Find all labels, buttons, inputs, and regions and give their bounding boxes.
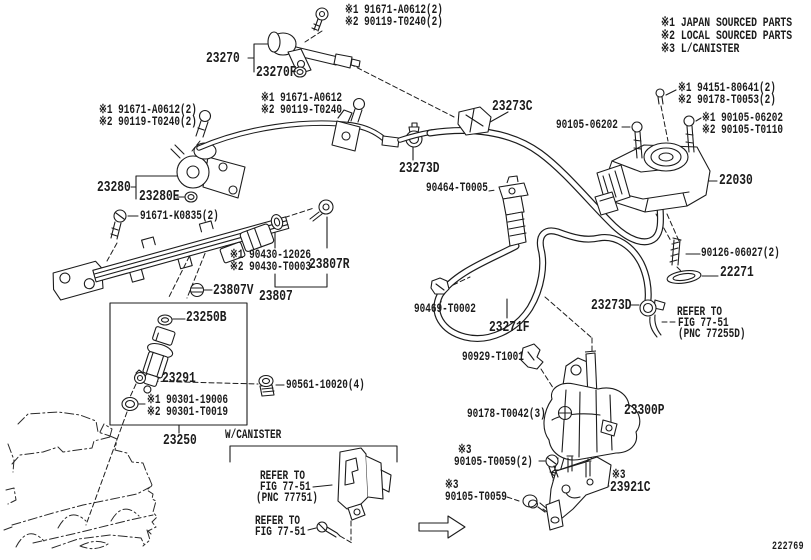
bolt-icon-91671-k0835: [111, 210, 126, 239]
stud-icon-90126: [670, 238, 681, 265]
note-90430-t0003-l2: ※2 90430-T0003: [230, 260, 311, 274]
o-ring-23280e: [185, 192, 197, 202]
note-94151-80641-l1: ※1 94151-80641(2): [678, 81, 776, 95]
refer-fig7751-l1: REFER TO: [677, 305, 723, 319]
canister-bracket-part: [317, 448, 391, 537]
pump-assembly-23300p: [544, 351, 640, 476]
bolt-icon-pipe: [351, 99, 365, 123]
washer-90430: [270, 213, 285, 230]
hose-clip-90929: [521, 344, 543, 369]
screw-icon-94151: [656, 89, 664, 104]
callout-90561-10020: 90561-10020(4): [286, 378, 365, 392]
refer-canister2-l2: FIG 77-51: [255, 525, 306, 539]
callout-23273c: 23273C: [492, 98, 533, 115]
refer-fig7751-l2: FIG 77-51: [678, 316, 729, 330]
fuel-rail-23807: [47, 200, 333, 303]
refer-canister-l1: REFER TO: [260, 469, 306, 483]
callout-91671-k0835: 91671-K0835(2): [140, 209, 219, 223]
callout-23273d-2: 23273D: [591, 297, 632, 314]
nut-icon-90178: [559, 407, 572, 420]
fuel-inlet-pipe: [199, 99, 399, 152]
fuel-hose-23271f: [437, 176, 648, 338]
grommet-90301: [122, 398, 138, 411]
note-90105-06202-l1: ※1 90105-06202: [702, 111, 783, 125]
callout-23270f: 23270F: [256, 64, 297, 81]
callout-23291: 23291: [162, 370, 196, 387]
bolt-icon-22030-right: [684, 116, 694, 152]
callout-23280: 23280: [97, 179, 131, 196]
spacer-90561: [259, 376, 274, 397]
note-91671-a0612-top-l1: ※1 91671-A0612(2): [345, 3, 443, 17]
rail-union-pieces: [217, 223, 276, 263]
injector-detail-box: [110, 303, 247, 425]
bolt-icon-top: [312, 8, 328, 31]
note-90301-19006-l1: ※1 90301-19006: [147, 393, 228, 407]
note-l-canister-c: ※3: [612, 468, 626, 482]
o-ring-23270f: [294, 67, 306, 77]
callout-23271f: 23271F: [489, 319, 530, 336]
note-90119-t0240-top-l2: ※2 90119-T0240(2): [345, 15, 443, 29]
callout-23921c: 23921C: [610, 479, 651, 496]
bolt-icon-23280: [196, 111, 211, 138]
callout-23280e: 23280E: [139, 188, 180, 205]
legend-line-1: ※1 JAPAN SOURCED PARTS: [661, 15, 793, 30]
union-bolt-23807r: [310, 200, 333, 221]
bracket-23921c: [523, 455, 611, 530]
note-90105-t0110-l2: ※2 90105-T0110: [702, 123, 783, 137]
callout-90105-t0059-2: 90105-T0059(2): [454, 455, 533, 469]
screw-icon-90105-t0059-2: [546, 455, 558, 478]
note-91671-a0612-left-l1: ※1 91671-A0612(2): [99, 103, 197, 117]
bolt-icon-22030-left: [632, 122, 642, 158]
legend-line-3: ※3 L/CANISTER: [661, 41, 740, 56]
callout-23250b: 23250B: [186, 309, 227, 326]
callout-23270: 23270: [206, 50, 240, 67]
callout-90105-06202: 90105-06202: [556, 118, 618, 132]
callout-23250: 23250: [163, 432, 197, 449]
note-90301-t0019-l2: ※2 90301-T0019: [147, 405, 228, 419]
callout-23807v: 23807V: [213, 282, 254, 299]
callout-90105-t0059: 90105-T0059: [445, 490, 507, 504]
refer-canister-l3: (PNC 77751): [256, 491, 318, 505]
callout-22271: 22271: [720, 264, 754, 281]
screw-icon-90105-t0059: [523, 495, 546, 512]
o-ring-23250b: [158, 315, 172, 325]
legend-line-2: ※2 LOCAL SOURCED PARTS: [661, 28, 793, 43]
note-90178-t0053-l2: ※2 90178-T0053(2): [678, 93, 776, 107]
note-91671-a0612-mid-l1: ※1 91671-A0612: [261, 91, 342, 105]
callout-90464-t0005: 90464-T0005: [426, 181, 488, 195]
note-90119-t0240-mid-l2: ※2 90119-T0240: [261, 103, 342, 117]
gasket-22271: [666, 269, 701, 286]
refer-fig7751-l3: (PNC 77255D): [678, 327, 746, 341]
hose-clip-90469: [431, 278, 449, 294]
callout-90126-06027: 90126-06027(2): [701, 246, 780, 260]
w-canister-bracket: [230, 446, 397, 462]
callout-90469-t0002: 90469-T0002: [414, 302, 476, 316]
refer-canister2-l1: REFER TO: [255, 514, 301, 528]
callout-23807r: 23807R: [309, 256, 350, 273]
diagram-number: 222769: [772, 541, 804, 553]
refer-canister-l2: FIG 77-51: [260, 480, 311, 494]
engine-block-outline: [4, 412, 157, 549]
callout-23273d-1: 23273D: [399, 160, 440, 177]
note-90430-12026-l1: ※1 90430-12026: [230, 248, 311, 262]
note-l-canister-b: ※3: [445, 478, 459, 492]
callout-22030: 22030: [719, 172, 753, 189]
throttle-body-22030: [595, 89, 710, 285]
section-w-canister: W/CANISTER: [225, 428, 282, 442]
ring-23291: [135, 370, 146, 384]
fuel-injector-23250: [122, 315, 274, 411]
union-23807v: [191, 284, 204, 297]
note-l-canister-a: ※3: [458, 443, 472, 457]
callout-90178-t0042: 90178-T0042(3): [467, 407, 546, 421]
connector-clamp-90464: [499, 176, 528, 199]
screw-icon-canister: [317, 522, 340, 537]
pulsation-damper-23270: [268, 8, 360, 77]
hose-clamp-23273d-2: [640, 300, 665, 337]
direction-arrow-icon: [419, 516, 465, 538]
note-90119-t0240-left-l2: ※2 90119-T0240(2): [99, 115, 197, 129]
callout-90929-t1001: 90929-T1001: [462, 350, 524, 364]
callout-23300p: 23300P: [624, 402, 665, 419]
callout-23807: 23807: [259, 288, 293, 305]
